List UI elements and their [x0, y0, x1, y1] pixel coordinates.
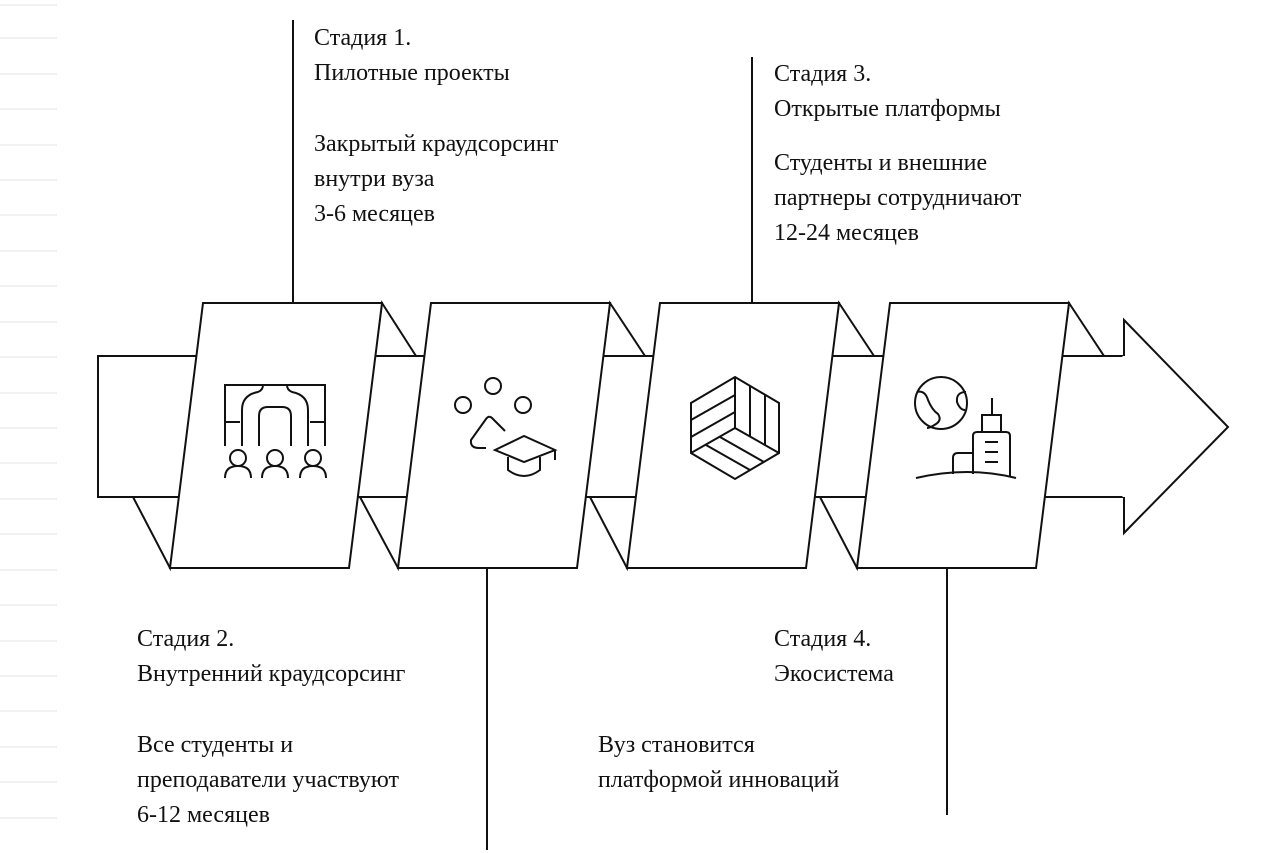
stage-4-desc-line: платформой инноваций	[598, 767, 840, 793]
stage-2-text: Стадия 2. Внутренний краудсорсинг Все ст…	[137, 622, 405, 833]
stage-4-panel	[855, 302, 1071, 569]
band-folds	[131, 300, 1106, 572]
stage-3-duration: 12-24 месяцев	[774, 220, 919, 246]
stage-3-desc-line: партнеры сотрудничают	[774, 185, 1022, 211]
stage-2-panel	[396, 302, 612, 569]
stage-4-heading: Стадия 4. Экосистема	[774, 622, 894, 692]
stage-4-title: Стадия 4.	[774, 626, 872, 652]
stage-3-desc-line: Студенты и внешние	[774, 150, 988, 176]
stage-2-title: Стадия 2.	[137, 626, 235, 652]
audience-presentation-icon	[224, 384, 327, 479]
hexagon-cube-icon	[690, 375, 780, 481]
stage-1-desc-line: Закрытый краудсорсинг	[314, 131, 559, 157]
globe-city-icon	[914, 376, 1017, 479]
stage-2-name: Внутренний краудсорсинг	[137, 661, 406, 687]
stage-4-name: Экосистема	[774, 661, 894, 687]
stage-3-text: Стадия 3. Открытые платформы Студенты и …	[774, 57, 1021, 251]
arrow-head	[1039, 317, 1230, 536]
stage-3-panel	[625, 302, 841, 569]
stage-2-desc-line: преподаватели участвуют	[137, 767, 399, 793]
stage-2-duration: 6-12 месяцев	[137, 802, 270, 828]
stage-1-name: Пилотные проекты	[314, 60, 510, 86]
stage-3-title: Стадия 3.	[774, 61, 872, 87]
stage-3-name: Открытые платформы	[774, 96, 1001, 122]
stage-1-desc-line: внутри вуза	[314, 166, 435, 192]
stage-2-desc-line: Все студенты и	[137, 732, 294, 758]
stage-4-desc-line: Вуз становится	[598, 732, 755, 758]
stage-1-title: Стадия 1.	[314, 25, 412, 51]
stage-4-desc: Вуз становится платформой инноваций	[598, 728, 839, 798]
stage-1-text: Стадия 1. Пилотные проекты Закрытый крау…	[314, 21, 559, 232]
stage-1-duration: 3-6 месяцев	[314, 201, 435, 227]
stage-1-panel	[168, 302, 384, 569]
network-graduation-cap-icon	[454, 377, 558, 477]
